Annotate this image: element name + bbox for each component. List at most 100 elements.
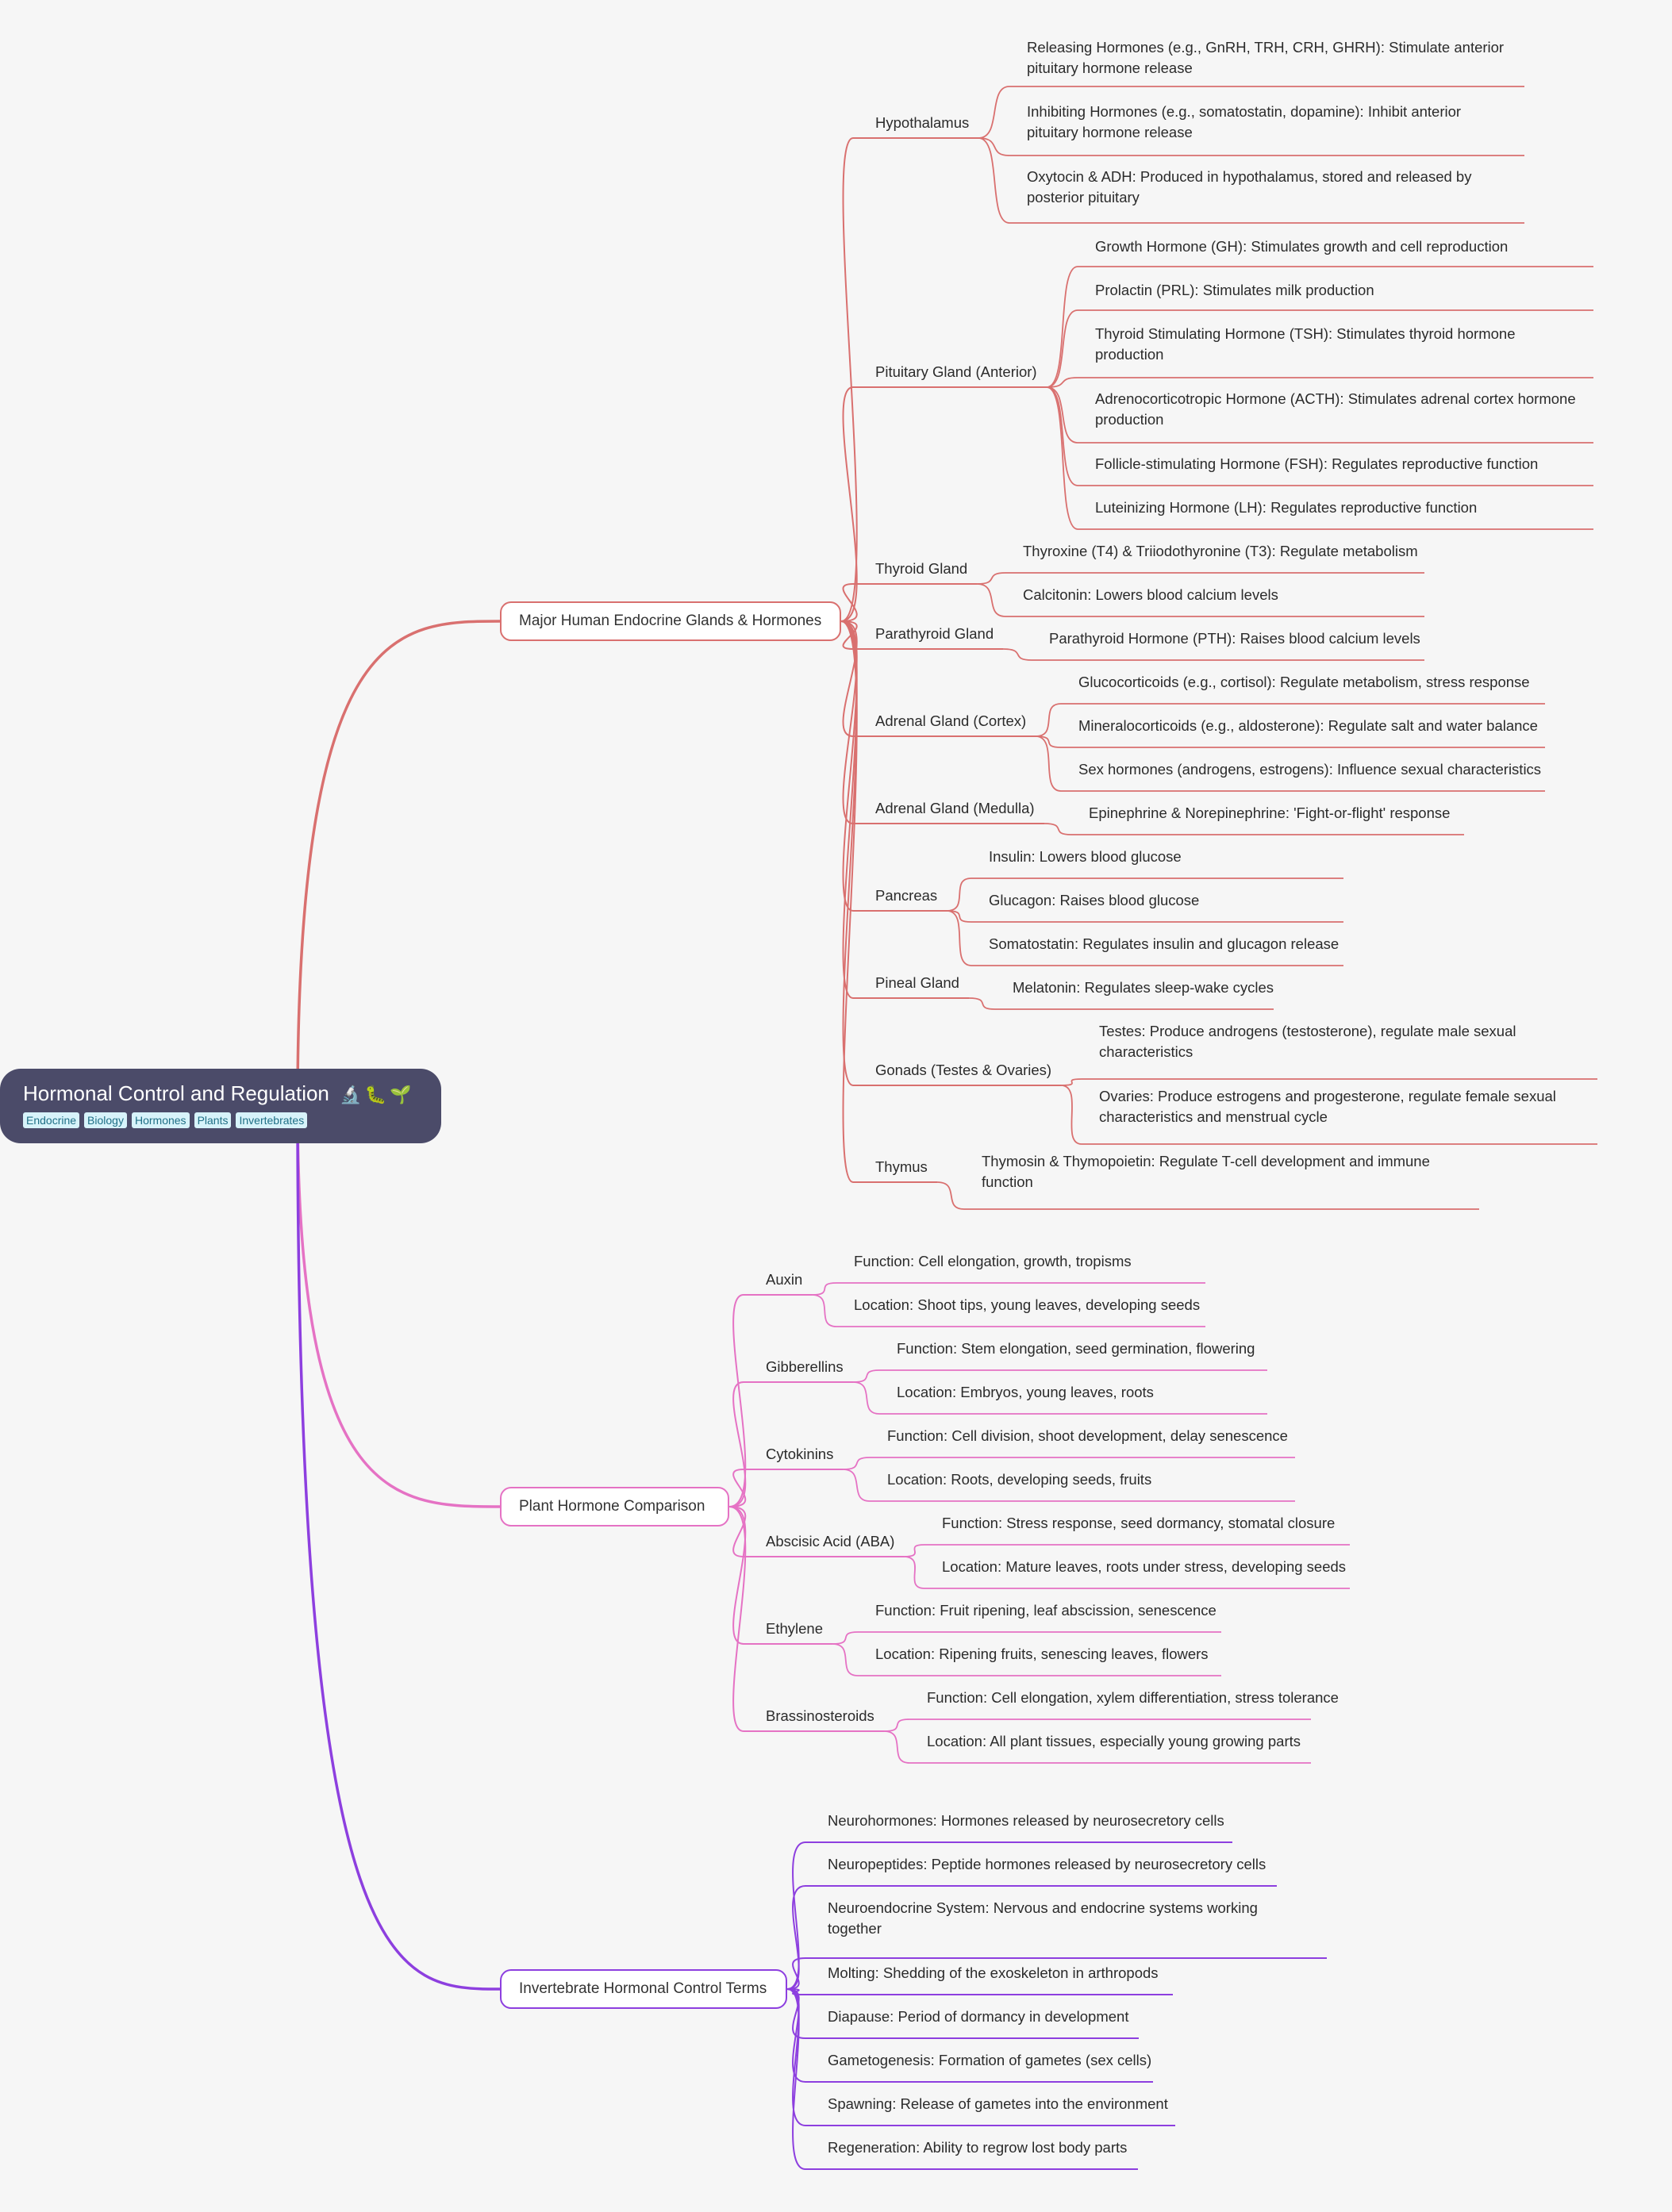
subtopic-node-line: Pituitary Gland (Anterior) [875,363,1037,380]
leaf-node[interactable]: Luteinizing Hormone (LH): Regulates repr… [1095,497,1477,518]
subtopic-node[interactable]: Pancreas [875,885,937,906]
leaf-node[interactable]: Function: Fruit ripening, leaf abscissio… [875,1600,1217,1621]
connector [903,1556,1350,1589]
leaf-node[interactable]: Location: Embryos, young leaves, roots [897,1382,1154,1403]
leaf-node-line: Parathyroid Hormone (PTH): Raises blood … [1049,630,1420,647]
root-title: Hormonal Control and Regulation [23,1081,329,1105]
leaf-node[interactable]: Location: Ripening fruits, senescing lea… [875,1644,1209,1665]
connector [840,620,869,999]
subtopic-node[interactable]: Hypothalamus [875,113,969,133]
leaf-node[interactable]: Parathyroid Hormone (PTH): Raises blood … [1049,628,1420,649]
connector [296,620,501,1107]
leaf-node[interactable]: Calcitonin: Lowers blood calcium levels [1023,585,1278,605]
leaf-node[interactable]: Function: Cell division, shoot developme… [887,1426,1288,1446]
leaf-node[interactable]: Thymosin & Thymopoietin: Regulate T-cell… [982,1151,1430,1192]
branch-node-1[interactable]: Plant Hormone Comparison [500,1487,729,1527]
subtopic-node[interactable]: Thymus [875,1157,928,1177]
term-node[interactable]: Neuropeptides: Peptide hormones released… [828,1854,1266,1875]
leaf-node[interactable]: Releasing Hormones (e.g., GnRH, TRH, CRH… [1027,37,1504,79]
connector [840,620,869,1183]
leaf-node-line: production [1095,411,1164,428]
tag[interactable]: Biology [84,1112,127,1128]
leaf-node[interactable]: Location: All plant tissues, especially … [927,1731,1301,1752]
subtopic-node[interactable]: Pineal Gland [875,973,959,993]
connector [842,1469,1295,1502]
leaf-node[interactable]: Function: Stress response, seed dormancy… [942,1513,1335,1534]
term-node[interactable]: Spawning: Release of gametes into the en… [828,2094,1168,2114]
tag[interactable]: Invertebrates [236,1112,308,1128]
connector [946,910,1343,923]
leaf-node-line: Thymosin & Thymopoietin: Regulate T-cell… [982,1153,1430,1169]
leaf-node[interactable]: Thyroxine (T4) & Triiodothyronine (T3): … [1023,541,1418,562]
term-node[interactable]: Gametogenesis: Formation of gametes (sex… [828,2050,1151,2071]
subtopic-node[interactable]: Auxin [766,1269,802,1290]
tag[interactable]: Endocrine [23,1112,80,1128]
subtopic-node[interactable]: Cytokinins [766,1444,833,1465]
connector [840,620,869,650]
leaf-node-line: posterior pituitary [1027,189,1140,205]
term-node[interactable]: Diapause: Period of dormancy in developm… [828,2007,1128,2027]
leaf-node-line: Location: Shoot tips, young leaves, deve… [854,1296,1201,1313]
leaf-node[interactable]: Location: Shoot tips, young leaves, deve… [854,1295,1200,1315]
leaf-node[interactable]: Location: Mature leaves, roots under str… [942,1557,1346,1577]
leaf-node-line: Function: Cell division, shoot developme… [887,1427,1288,1444]
connector [832,1643,1221,1676]
root-node[interactable]: Hormonal Control and Regulation 🔬🐛🌱 Endo… [0,1069,441,1143]
tag[interactable]: Plants [194,1112,232,1128]
subtopic-node[interactable]: Gonads (Testes & Ovaries) [875,1060,1051,1081]
leaf-node[interactable]: Glucocorticoids (e.g., cortisol): Regula… [1078,672,1530,693]
leaf-node-line: Melatonin: Regulates sleep-wake cycles [1013,979,1274,996]
subtopic-node[interactable]: Adrenal Gland (Medulla) [875,798,1035,819]
leaf-node[interactable]: Adrenocorticotropic Hormone (ACTH): Stim… [1095,389,1576,430]
leaf-node[interactable]: Melatonin: Regulates sleep-wake cycles [1013,977,1274,998]
term-node-line: Gametogenesis: Formation of gametes (sex… [828,2052,1152,2068]
term-node[interactable]: Regeneration: Ability to regrow lost bod… [828,2137,1127,2158]
leaf-node[interactable]: Somatostatin: Regulates insulin and gluc… [989,934,1339,954]
connector [1035,703,1545,737]
connector [811,1282,1205,1296]
connector [883,1719,1311,1732]
subtopic-node[interactable]: Parathyroid Gland [875,624,994,644]
leaf-node[interactable]: Inhibiting Hormones (e.g., somatostatin,… [1027,102,1461,143]
term-node[interactable]: Molting: Shedding of the exoskeleton in … [828,1963,1159,1984]
term-node[interactable]: Neuroendocrine System: Nervous and endoc… [828,1898,1258,1939]
connector [728,1469,759,1507]
branch-node-2[interactable]: Invertebrate Hormonal Control Terms [500,1969,787,2009]
leaf-node-line: Growth Hormone (GH): Stimulates growth a… [1095,238,1509,255]
subtopic-node[interactable]: Gibberellins [766,1357,844,1377]
subtopic-node[interactable]: Adrenal Gland (Cortex) [875,711,1026,732]
leaf-node[interactable]: Ovaries: Produce estrogens and progester… [1099,1086,1556,1127]
connector [786,1988,1173,1995]
leaf-node[interactable]: Function: Cell elongation, xylem differe… [927,1688,1339,1708]
leaf-node[interactable]: Insulin: Lowers blood glucose [989,847,1182,867]
connector [1044,823,1464,835]
subtopic-node-line: Hypothalamus [875,114,970,131]
connector [1035,735,1545,792]
leaf-node[interactable]: Sex hormones (androgens, estrogens): Inf… [1078,759,1541,780]
tag[interactable]: Hormones [131,1112,190,1128]
leaf-node[interactable]: Function: Cell elongation, growth, tropi… [854,1251,1132,1272]
leaf-node[interactable]: Testes: Produce androgens (testosterone)… [1099,1021,1516,1062]
subtopic-node[interactable]: Abscisic Acid (ABA) [766,1531,894,1552]
subtopic-node[interactable]: Thyroid Gland [875,559,967,579]
connector [946,910,1343,966]
subtopic-node[interactable]: Ethylene [766,1619,823,1639]
leaf-node[interactable]: Location: Roots, developing seeds, fruit… [887,1469,1151,1490]
subtopic-node-line: Auxin [766,1271,803,1288]
leaf-node[interactable]: Function: Stem elongation, seed germinat… [897,1338,1255,1359]
branch-node-0[interactable]: Major Human Endocrine Glands & Hormones [500,601,841,641]
term-node[interactable]: Neurohormones: Hormones released by neur… [828,1811,1224,1831]
subtopic-node-line: Abscisic Acid (ABA) [766,1533,895,1550]
leaf-node[interactable]: Thyroid Stimulating Hormone (TSH): Stimu… [1095,324,1516,365]
leaf-node[interactable]: Oxytocin & ADH: Produced in hypothalamus… [1027,167,1471,208]
connector [1060,1085,1597,1145]
leaf-node[interactable]: Glucagon: Raises blood glucose [989,890,1199,911]
subtopic-node[interactable]: Pituitary Gland (Anterior) [875,362,1037,382]
leaf-node[interactable]: Mineralocorticoids (e.g., aldosterone): … [1078,716,1538,736]
leaf-node[interactable]: Epinephrine & Norepinephrine: 'Fight-or-… [1089,803,1450,824]
leaf-node[interactable]: Prolactin (PRL): Stimulates milk product… [1095,280,1374,301]
subtopic-node[interactable]: Brassinosteroids [766,1706,874,1726]
leaf-node[interactable]: Follicle-stimulating Hormone (FSH): Regu… [1095,454,1538,474]
leaf-node[interactable]: Growth Hormone (GH): Stimulates growth a… [1095,236,1508,257]
subtopic-node-line: Pancreas [875,887,938,904]
